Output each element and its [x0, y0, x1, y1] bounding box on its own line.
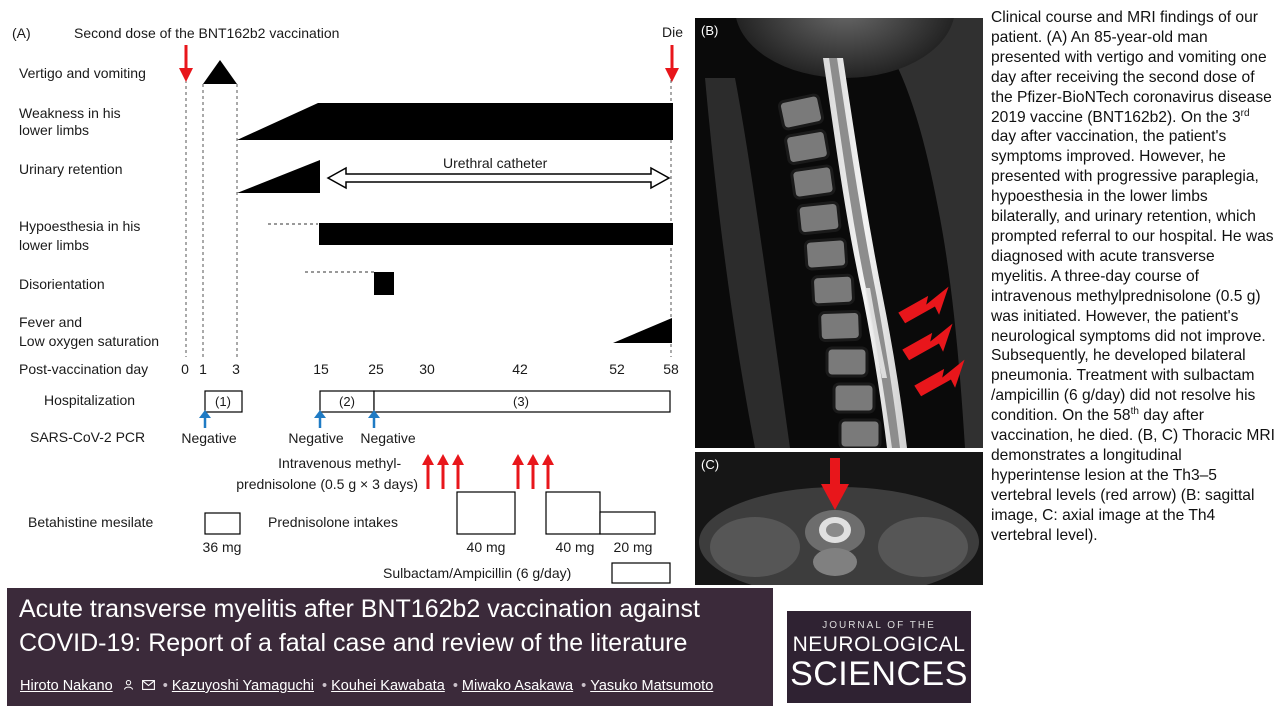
row-label-weakness-2: lower limbs [19, 122, 89, 138]
day-tick: 52 [609, 361, 625, 377]
weakness-bar [237, 103, 673, 140]
mri-axial-image: (C) [695, 452, 983, 585]
day-tick: 15 [313, 361, 329, 377]
mail-icon[interactable] [141, 678, 159, 694]
death-arrow [665, 45, 679, 82]
row-label-hypoesthesia: Hypoesthesia in his [19, 218, 140, 234]
pcr-result: Negative [360, 430, 415, 446]
author-link[interactable]: Kouhei Kawabata [331, 678, 445, 694]
pcr-result: Negative [181, 430, 236, 446]
author-separator: • [162, 678, 168, 694]
mri-axial-drawing: (C) [695, 452, 983, 585]
author-separator: • [581, 678, 587, 694]
clinical-course-figure: (A) Second dose of the BNT162b2 vaccinat… [12, 24, 683, 584]
hospitalization-label: Hospitalization [44, 392, 135, 408]
journal-logo: JOURNAL OF THE NEUROLOGICAL SCIENCES [787, 611, 971, 703]
sulbactam-box [611, 562, 671, 584]
caption-part-2: day after vaccination, the patient's sym… [991, 128, 1274, 425]
steroid-pulse-arrows [422, 454, 554, 489]
fever-bar [613, 318, 672, 343]
disorientation-bar [374, 272, 394, 295]
vaccination-arrow [179, 45, 193, 82]
lesion-arrows [898, 286, 965, 397]
betahistine-box [204, 512, 241, 535]
panel-b-label: (B) [701, 23, 718, 38]
day-tick: 0 [181, 361, 189, 377]
figure-caption: Clinical course and MRI findings of our … [991, 8, 1275, 545]
pcr-label: SARS-CoV-2 PCR [30, 429, 145, 445]
prednisolone-dose: 40 mg [556, 539, 595, 555]
day-tick: 58 [663, 361, 679, 377]
author-link[interactable]: Hiroto Nakano [20, 678, 113, 694]
hospitalization-period-1 [204, 390, 243, 413]
panel-a-label: (A) [12, 25, 31, 41]
sulbactam-label: Sulbactam/Ampicillin (6 g/day) [383, 565, 571, 581]
hospitalization-period-1-label: (1) [215, 394, 231, 409]
row-label-weakness: Weakness in his [19, 105, 121, 121]
die-label: Die [662, 24, 683, 40]
person-icon [123, 678, 138, 694]
hospitalization-period-3 [373, 390, 671, 413]
row-label-fever-2: Low oxygen saturation [19, 333, 159, 349]
prednisolone-box-1 [456, 491, 516, 535]
day-tick: 25 [368, 361, 384, 377]
hospitalization-period-2-label: (2) [339, 394, 355, 409]
vaccination-header: Second dose of the BNT162b2 vaccination [74, 25, 339, 41]
caption-sup-1: rd [1240, 107, 1250, 119]
journal-line-1: JOURNAL OF THE [822, 620, 936, 631]
prednisolone-label: Prednisolone intakes [268, 514, 398, 530]
axial-lesion-arrow [821, 458, 849, 510]
author-link[interactable]: Kazuyoshi Yamaguchi [171, 678, 314, 694]
mri-sagittal-image: (B) [695, 18, 983, 448]
author-link[interactable]: Miwako Asakawa [461, 678, 574, 694]
paper-title: Acute transverse myelitis after BNT162b2… [19, 595, 700, 657]
paper-title-banner: Acute transverse myelitis after BNT162b2… [7, 588, 773, 706]
row-labels: Vertigo and vomiting Weakness in his low… [19, 65, 159, 349]
prednisolone-dose: 20 mg [614, 539, 653, 555]
author-link[interactable]: Yasuko Matsumoto [590, 678, 714, 694]
betahistine-label: Betahistine mesilate [28, 514, 154, 530]
hospitalization-period-3-label: (3) [513, 394, 529, 409]
journal-line-3: SCIENCES [790, 655, 968, 693]
caption-part-3: day after vaccination, he died. (B, C) T… [991, 407, 1275, 544]
day-tick: 30 [419, 361, 435, 377]
day-tick: 1 [199, 361, 207, 377]
pcr-result: Negative [288, 430, 343, 446]
catheter-arrow [326, 166, 671, 190]
row-label-hypoesthesia-2: lower limbs [19, 237, 89, 253]
mri-sagittal-drawing: (B) [695, 18, 983, 448]
vertigo-bar [203, 60, 237, 84]
row-label-vertigo: Vertigo and vomiting [19, 65, 146, 81]
prednisolone-box-2 [545, 491, 601, 535]
caption-sup-2: th [1130, 405, 1139, 417]
author-list: Hiroto Nakano •Kazuyoshi Yamaguchi •Kouh… [20, 678, 713, 694]
day-tick: 42 [512, 361, 528, 377]
axis-label: Post-vaccination day [19, 361, 148, 377]
journal-line-2: NEUROLOGICAL [792, 633, 966, 656]
row-label-disorientation: Disorientation [19, 276, 105, 292]
author-separator: • [452, 678, 458, 694]
urinary-retention-bar [237, 160, 320, 193]
row-label-fever: Fever and [19, 314, 82, 330]
catheter-label: Urethral catheter [443, 155, 548, 171]
day-tick: 3 [232, 361, 240, 377]
prednisolone-dose: 40 mg [467, 539, 506, 555]
steroid-label: Intravenous methyl- prednisolone (0.5 g … [236, 455, 418, 492]
pcr-arrows [199, 410, 380, 428]
row-label-urinary: Urinary retention [19, 161, 123, 177]
day-guide-lines [185, 80, 672, 357]
day-ticks: 0 1 3 15 25 30 42 52 58 [181, 361, 679, 377]
hypoesthesia-bar [319, 223, 673, 245]
author-separator: • [322, 678, 328, 694]
panel-c-label: (C) [701, 457, 719, 472]
caption-part-1: Clinical course and MRI findings of our … [991, 9, 1272, 126]
prednisolone-box-3 [599, 511, 656, 535]
betahistine-dose: 36 mg [203, 539, 242, 555]
